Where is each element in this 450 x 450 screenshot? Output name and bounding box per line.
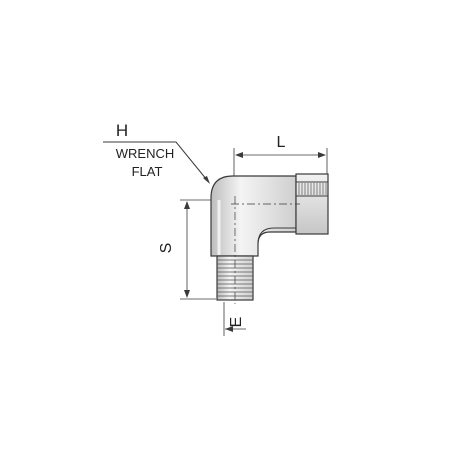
s-arrow-top-icon	[184, 201, 190, 209]
l-arrow-right-icon	[318, 152, 326, 158]
wrench-flat-label-line2: FLAT	[132, 164, 163, 179]
l-arrow-left-icon	[235, 152, 243, 158]
s-dimension-label: S	[158, 243, 175, 254]
elbow-inner-curve	[257, 227, 296, 256]
wrench-flat-label-line1: WRENCH	[116, 146, 175, 161]
elbow-body	[210, 175, 297, 257]
wrench-flat-leader-line	[103, 141, 208, 181]
wrench-flat-leader-arrow-icon	[203, 176, 210, 184]
female-thread	[298, 183, 327, 195]
e-arrow-icon	[225, 326, 233, 332]
l-dimension-label: L	[277, 134, 286, 151]
h-label: H	[116, 121, 128, 140]
s-arrow-bottom-icon	[184, 290, 190, 298]
e-dimension-label: E	[228, 317, 245, 328]
